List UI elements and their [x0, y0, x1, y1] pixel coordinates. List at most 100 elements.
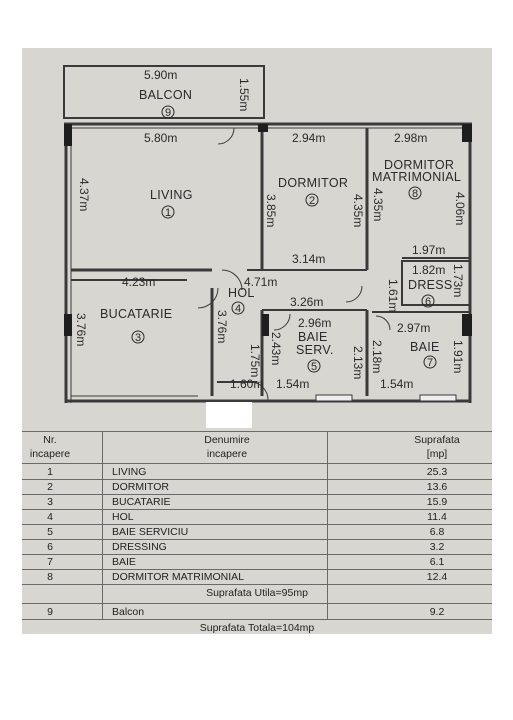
row-name: DORMITOR [112, 481, 169, 493]
room-number-balcon: 9 [165, 107, 171, 119]
row-divider [22, 494, 492, 495]
room-label-dress: DRESS [408, 278, 453, 292]
row-name: DORMITOR MATRIMONIAL [112, 571, 245, 583]
room-label-baie-serv-2: SERV. [296, 343, 334, 357]
dim-hol-width-2: 3.26m [290, 295, 323, 309]
dim-baie-height-2: 1.91m [451, 340, 465, 373]
grand-total: Suprafata Totala=104mp [199, 622, 315, 634]
dim-balcon-width: 5.90m [144, 68, 177, 82]
dim-living-width: 5.80m [144, 131, 177, 145]
room-label-living: LIVING [150, 188, 193, 202]
row-name: HOL [112, 511, 134, 523]
header-area-2: [mp] [426, 448, 448, 460]
row-nr: 1 [47, 466, 53, 478]
row-nr: 4 [47, 511, 53, 523]
dim-baie-width: 2.97m [397, 321, 430, 335]
row-area: 11.4 [427, 511, 447, 523]
balcon-outline [63, 65, 265, 119]
table-row: 2 DORMITOR 13.6 [22, 480, 492, 495]
dim-hol-height: 1.75m [248, 344, 262, 377]
dim-dormitor-width: 2.94m [292, 131, 325, 145]
row-area: 9.2 [429, 606, 445, 618]
header-nr-2: incapere [29, 448, 71, 460]
drawing-sheet: BALCON 9 LIVING 1 DORMITOR 2 DORMITOR MA… [22, 48, 492, 634]
dim-baie-serv-height-2: 2.13m [351, 346, 365, 379]
dim-baie-serv-bottom: 1.54m [276, 377, 309, 391]
row-nr: 3 [47, 496, 53, 508]
table-row: 6 DRESSING 3.2 [22, 540, 492, 555]
floor-plan: BALCON 9 LIVING 1 DORMITOR 2 DORMITOR MA… [63, 65, 472, 428]
dim-matrimonial-width: 2.98m [394, 131, 427, 145]
room-number-baie: 7 [427, 357, 433, 369]
header-name-2: incapere [206, 448, 248, 460]
grand-total-row: Suprafata Totala=104mp [22, 621, 492, 636]
dim-dress-height-2: 1.73m [451, 264, 465, 297]
row-name: BAIE [112, 556, 136, 568]
row-area: 13.6 [426, 481, 448, 493]
room-label-baie: BAIE [410, 340, 440, 354]
row-name: BAIE SERVICIU [112, 526, 189, 538]
row-name: DRESSING [112, 541, 167, 553]
room-label-hol: HOL [228, 286, 255, 300]
dim-living-height: 4.37m [77, 178, 91, 211]
room-label-baie-serv-1: BAIE [298, 330, 328, 344]
table-row: 4 HOL 11.4 [22, 510, 492, 525]
dim-balcon-height: 1.55m [237, 78, 251, 111]
dim-bucatarie-height-2: 3.76m [215, 310, 229, 343]
row-nr: 2 [47, 481, 53, 493]
dim-dress-width: 1.82m [412, 263, 445, 277]
room-number-baie-serv: 5 [311, 361, 317, 373]
row-area: 15.9 [426, 496, 448, 508]
table-header: Nr. incapere Denumire incapere Suprafata… [22, 433, 492, 463]
dim-bucatarie-height-1: 3.76m [74, 313, 88, 346]
util-total-row: Suprafata Utila=95mp [22, 586, 492, 601]
row-divider [22, 584, 492, 585]
util-total: Suprafata Utila=95mp [206, 587, 308, 599]
room-number-bucatarie: 3 [135, 332, 141, 344]
row-divider [22, 524, 492, 525]
dim-dormitor-height-2: 4.35m [351, 194, 365, 227]
dim-baie-serv-width: 2.96m [298, 316, 331, 330]
dim-matrimonial-height-1: 4.35m [371, 188, 385, 221]
room-label-bucatarie: BUCATARIE [100, 307, 172, 321]
row-area: 25.3 [426, 466, 448, 478]
row-area: 12.4 [426, 571, 448, 583]
dim-hol-bottom: 1.60m [230, 377, 263, 391]
dim-matrimonial-bottom: 1.97m [412, 243, 445, 257]
room-label-matrimonial-2: MATRIMONIAL [372, 170, 461, 184]
row-divider [22, 539, 492, 540]
table-row: 9 Balcon 9.2 [22, 605, 492, 620]
header-area-1: Suprafata [414, 434, 460, 446]
row-nr: 9 [47, 606, 53, 618]
room-number-dormitor: 2 [309, 195, 315, 207]
dim-dormitor-bottom: 3.14m [292, 252, 325, 266]
dim-dormitor-height-1: 3.85m [264, 194, 278, 227]
table-row: 1 LIVING 25.3 [22, 465, 492, 480]
row-name: Balcon [112, 606, 145, 618]
room-label-dormitor: DORMITOR [278, 176, 348, 190]
dim-bucatarie-width: 4.23m [122, 275, 155, 289]
row-area: 3.2 [429, 541, 445, 553]
dim-dress-height-1: 1.61m [386, 279, 400, 312]
row-nr: 6 [47, 541, 53, 553]
dim-baie-height-1: 2.18m [370, 340, 384, 373]
room-number-hol: 4 [235, 303, 241, 315]
table-row: 3 BUCATARIE 15.9 [22, 495, 492, 510]
row-area: 6.8 [429, 526, 445, 538]
row-area: 6.1 [429, 556, 445, 568]
room-label-matrimonial-1: DORMITOR [384, 158, 454, 172]
dim-baie-bottom: 1.54m [380, 377, 413, 391]
entrance-patch [206, 402, 252, 428]
row-name: BUCATARIE [112, 496, 171, 508]
row-divider [22, 554, 492, 555]
row-nr: 5 [47, 526, 53, 538]
room-label-balcon: BALCON [139, 88, 192, 102]
room-number-living: 1 [165, 207, 171, 219]
dim-baie-serv-height-1: 2.43m [269, 332, 283, 365]
room-number-matrimonial: 8 [412, 188, 418, 200]
row-name: LIVING [112, 466, 147, 478]
table-row: 5 BAIE SERVICIU 6.8 [22, 525, 492, 540]
row-divider [22, 479, 492, 480]
